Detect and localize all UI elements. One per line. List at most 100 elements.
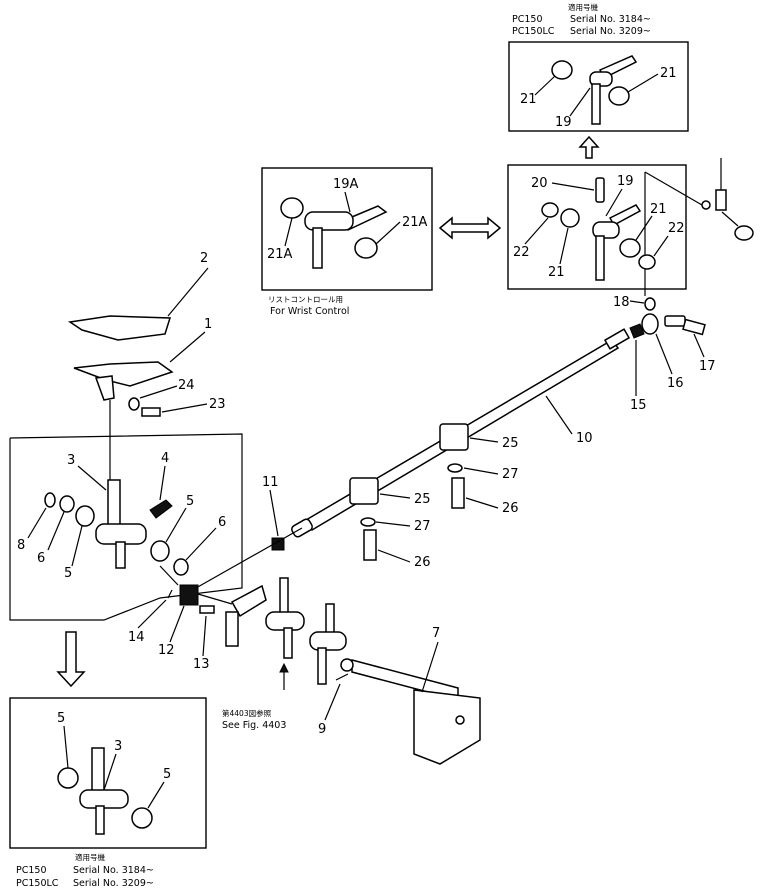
callout-18: 18: [613, 295, 630, 310]
small-washer: [701, 200, 711, 210]
callout-8: 8: [17, 538, 25, 553]
nut-11-group: 11: [262, 475, 285, 551]
valve-plate-a: [283, 627, 293, 659]
washer-27-upper: [447, 463, 463, 473]
std-label-22-right: 22: [668, 221, 685, 236]
bracket-hole: [455, 715, 465, 725]
bolt-13: [199, 605, 215, 614]
clamp-25-lower-group: 25 27 26: [349, 477, 431, 570]
callout-26-upper: 26: [502, 501, 519, 516]
callout-4: 4: [161, 451, 169, 466]
top-variant-label-21-right: 21: [660, 66, 677, 81]
callout-7: 7: [432, 626, 440, 641]
bushing-6-left: [59, 495, 75, 513]
standard-lever-box: [507, 164, 687, 290]
bracket-end: [340, 658, 354, 672]
callout-3: 3: [67, 453, 75, 468]
callout-13: 13: [193, 657, 210, 672]
callout-6-right: 6: [218, 515, 226, 530]
callout-25-lower: 25: [414, 492, 431, 507]
link-bracket: [197, 584, 267, 647]
clamp-12: [179, 584, 199, 606]
washer-8: [44, 492, 56, 508]
rod-thread-right: [603, 328, 631, 350]
callout-12: 12: [158, 643, 175, 658]
rod-guide-line: [195, 527, 303, 589]
standard-lever-panel: 20 19 21 22 22 21: [507, 164, 703, 296]
bolt-17: [682, 318, 706, 336]
valve-hub-b: [309, 631, 347, 651]
bracket-plate-7: [413, 689, 481, 765]
bracket-7-group: 7 9: [318, 626, 481, 765]
bottom-variant-serial-2: Serial No. 3209~: [73, 878, 154, 889]
callout-10: 10: [576, 431, 593, 446]
wrist-caption-en: For Wrist Control: [270, 306, 349, 317]
clamp-25-lower: [349, 477, 379, 505]
pedal-bracket: [94, 375, 115, 401]
std-label-21-right: 21: [650, 202, 667, 217]
nut-15: [629, 323, 645, 339]
bolt-26-lower: [363, 529, 377, 561]
bottom-variant-box: [9, 697, 207, 849]
top-variant-serial-2: Serial No. 3209~: [570, 26, 651, 37]
bottom-variant-jp-heading: 適用号機: [75, 852, 105, 862]
bushing-6-right: [173, 558, 189, 576]
far-right-parts: [701, 158, 754, 241]
std-lever-plate: [595, 235, 605, 281]
wrist-box: [261, 167, 433, 291]
down-arrow: [56, 631, 86, 688]
pedal-cover: [67, 315, 172, 341]
bushing-5-left: [75, 505, 95, 527]
pedal-shaft-panel: 3 4 5 6 8 6 5: [9, 433, 243, 621]
pedal-assembly: 2 1: [67, 251, 212, 480]
lever-plate: [591, 83, 601, 125]
callout-6-left: 6: [37, 551, 45, 566]
bottom-bushing-right: [131, 807, 153, 829]
wrist-caption-jp: リストコントロール用: [268, 295, 343, 304]
washer-27-lower: [360, 517, 376, 527]
top-variant-jp-heading: 適用号機: [568, 2, 598, 12]
clamp-25-upper-group: 25 27 26: [439, 423, 519, 516]
wrist-label-19a: 19A: [333, 177, 359, 192]
bottom-variant-panel: 5 3 5 適用号機 PC150 Serial No. 3184~ PC150L…: [9, 697, 207, 889]
callout-25-upper: 25: [502, 436, 519, 451]
clamp-25-upper: [439, 423, 469, 451]
bottom-variant-model-2: PC150LC: [16, 878, 59, 889]
std-label-22-left: 22: [513, 245, 530, 260]
callout-5-right: 5: [186, 494, 194, 509]
top-variant-panel: 適用号機 PC150 Serial No. 3184~ PC150LC Seri…: [508, 2, 689, 132]
pedal: [73, 361, 174, 387]
rod-end-body: [664, 315, 686, 327]
pin: [734, 225, 754, 241]
top-variant-model-1: PC150: [512, 14, 543, 25]
see-fig-arrow: [279, 662, 289, 673]
top-variant-model-2: PC150LC: [512, 26, 555, 37]
callout-5-left: 5: [64, 566, 72, 581]
wrist-label-21a-left: 21A: [267, 247, 293, 262]
bottom-label-3: 3: [114, 739, 122, 754]
nut-11: [271, 537, 285, 551]
lower-levers: 第4403図参照 See Fig. 4403: [222, 577, 347, 731]
callout-2: 2: [200, 251, 208, 266]
washer-24: [128, 397, 140, 411]
clamp-group: 14 12 13: [128, 565, 215, 672]
pedal-shaft-3: [107, 479, 121, 529]
wrist-shaft: [304, 211, 354, 231]
link-plate-lower: [225, 611, 239, 647]
std-bushing-21-left: [560, 208, 580, 228]
std-bushing-21-right: [619, 238, 641, 258]
shaft-plate: [115, 541, 126, 569]
valve-stem-a: [279, 577, 289, 615]
shaft-tube: [95, 523, 147, 545]
see-fig-jp: 第4403図参照: [222, 708, 272, 718]
bottom-plate: [95, 805, 105, 835]
see-fig-en: See Fig. 4403: [222, 720, 286, 731]
bottom-bushing-left: [57, 767, 79, 789]
std-label-21-left: 21: [548, 265, 565, 280]
top-variant-label-21-left: 21: [520, 92, 537, 107]
callout-26-lower: 26: [414, 555, 431, 570]
wrist-label-21a-right: 21A: [402, 215, 428, 230]
fitting-4: [149, 499, 173, 519]
top-variant-label-19: 19: [555, 115, 572, 130]
